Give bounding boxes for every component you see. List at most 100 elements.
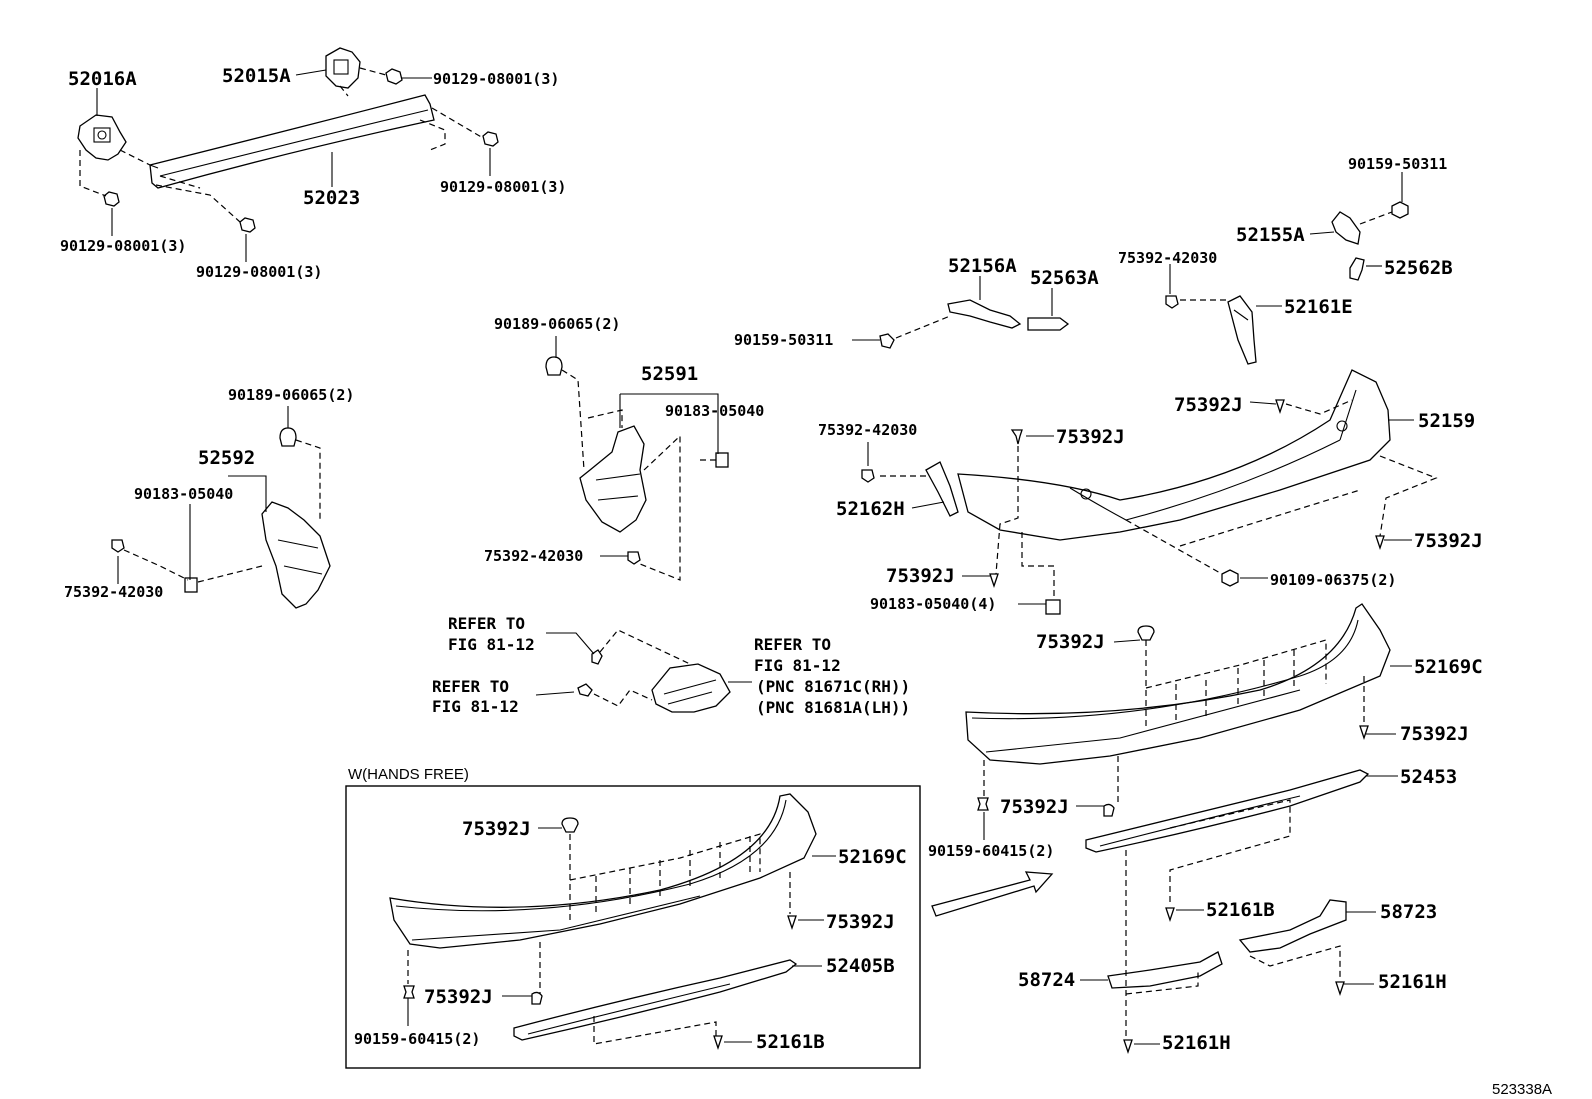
label-90129-08001-a: 90129-08001(3) [433, 70, 559, 88]
label-90183-05040-b: 90183-05040 [134, 485, 233, 503]
label-52563A: 52563A [1030, 267, 1099, 289]
clip-icon [561, 817, 579, 833]
retainer-52563A [1027, 317, 1070, 331]
clip-icon [545, 356, 563, 376]
label-75392-42030-c: 75392-42030 [1118, 249, 1217, 267]
label-52562B: 52562B [1384, 257, 1453, 279]
bumper-reinforcement-group [77, 47, 499, 262]
label-refer-3a: REFER TO [754, 635, 831, 654]
bolt-icon [385, 68, 403, 85]
label-refer-2b: FIG 81-12 [432, 697, 519, 716]
side-bracket-52592 [261, 501, 331, 609]
label-52592: 52592 [198, 447, 255, 469]
label-75392J-d: 75392J [886, 565, 955, 587]
clip-icon [531, 991, 543, 1005]
bolt-icon [1391, 201, 1409, 219]
screw-icon [861, 469, 875, 483]
label-75392J-a: 75392J [1174, 394, 1243, 416]
side-bracket-group [111, 336, 729, 609]
screw-icon [879, 333, 895, 349]
cover-58724 [1107, 951, 1223, 989]
retainer-52562B [1349, 257, 1365, 281]
label-52155A: 52155A [1236, 224, 1305, 246]
inset-lower-cover-52169C [389, 793, 817, 949]
bumper-cover-52159 [957, 369, 1391, 541]
inset-spoiler-52405B [513, 959, 798, 1041]
label-75392J-c: 75392J [1414, 530, 1483, 552]
screw-icon [577, 683, 593, 697]
label-pnc-rh: (PNC 81671C(RH)) [756, 677, 910, 696]
label-52023: 52023 [303, 187, 360, 209]
upper-right-bracket-group [852, 172, 1409, 365]
label-90159-50311-b: 90159-50311 [734, 331, 833, 349]
label-90183-05040-c: 90183-05040(4) [870, 595, 996, 613]
label-52161E: 52161E [1284, 296, 1353, 318]
nut-icon [1045, 599, 1061, 615]
clip-icon [787, 915, 797, 931]
bracket-52155A [1331, 211, 1361, 245]
inset-label-75392J-c: 75392J [424, 986, 493, 1008]
nut-icon [184, 577, 198, 593]
label-pnc-lh: (PNC 81681A(LH)) [756, 698, 910, 717]
side-bracket-52591 [579, 425, 647, 533]
cover-58723 [1238, 899, 1347, 953]
screw-icon [1123, 1039, 1133, 1055]
label-52159: 52159 [1418, 410, 1475, 432]
clip-icon [279, 427, 297, 447]
label-90159-50311-a: 90159-50311 [1348, 155, 1447, 173]
bumper-reinforcement-beam [149, 94, 435, 189]
left-bracket-52016A [77, 114, 127, 161]
bracket-52156A [947, 299, 1022, 329]
screw-icon [1335, 981, 1345, 997]
screw-icon [713, 1035, 723, 1051]
screw-icon [403, 985, 415, 999]
label-52162H: 52162H [836, 498, 905, 520]
label-75392-42030-a: 75392-42030 [484, 547, 583, 565]
footer-diagram-id: 523338A [1492, 1081, 1552, 1098]
label-52016A: 52016A [68, 68, 137, 90]
bolt-icon [1221, 569, 1239, 587]
screw-icon [627, 551, 641, 565]
label-refer-1b: FIG 81-12 [448, 635, 535, 654]
label-90129-08001-c: 90129-08001(3) [60, 237, 186, 255]
inset-title: W(HANDS FREE) [348, 766, 469, 783]
label-75392J-e: 75392J [1036, 631, 1105, 653]
inset-label-90159-60415: 90159-60415(2) [354, 1030, 480, 1048]
label-90109-06375: 90109-06375(2) [1270, 571, 1396, 589]
label-52591: 52591 [641, 363, 698, 385]
clip-icon [989, 573, 999, 589]
clip-icon [1010, 429, 1023, 445]
labels: 52016A 52015A 52023 90129-08001(3) 90129… [60, 65, 1552, 1098]
arrow-icon [931, 871, 1054, 917]
clip-icon [591, 649, 603, 665]
label-90129-08001-b: 90129-08001(3) [440, 178, 566, 196]
seal-52161E [1227, 295, 1257, 365]
label-52161H-a: 52161H [1378, 971, 1447, 993]
screw-icon [111, 539, 125, 553]
clip-icon [1375, 535, 1385, 551]
screw-icon [1165, 907, 1175, 923]
inset-label-52161B: 52161B [756, 1031, 825, 1053]
label-refer-3b: FIG 81-12 [754, 656, 841, 675]
label-52161B-a: 52161B [1206, 899, 1275, 921]
label-52015A: 52015A [222, 65, 291, 87]
clip-icon [1275, 399, 1285, 415]
label-90129-08001-d: 90129-08001(3) [196, 263, 322, 281]
lower-cover-group [931, 603, 1412, 1055]
bolt-icon [482, 131, 499, 147]
label-75392-42030-d: 75392-42030 [818, 421, 917, 439]
label-75392J-f: 75392J [1400, 723, 1469, 745]
hands-free-inset [345, 785, 921, 1069]
label-58724: 58724 [1018, 969, 1075, 991]
label-90183-05040-a: 90183-05040 [665, 402, 764, 420]
label-90189-06065-a: 90189-06065(2) [494, 315, 620, 333]
label-52169C-a: 52169C [1414, 656, 1483, 678]
lower-cover-52169C [965, 603, 1391, 765]
inset-label-52169C: 52169C [838, 846, 907, 868]
label-52453: 52453 [1400, 766, 1457, 788]
bolt-icon [103, 191, 120, 207]
label-75392J-b: 75392J [1056, 426, 1125, 448]
screw-icon [977, 797, 989, 811]
label-refer-2a: REFER TO [432, 677, 509, 696]
